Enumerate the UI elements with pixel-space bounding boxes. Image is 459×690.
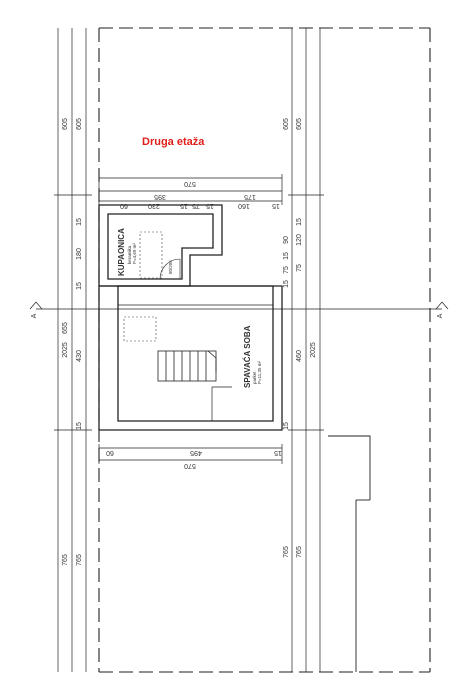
dim-right-inner-90: 90 [283, 236, 290, 244]
dim-left-inner-15c: 15 [76, 422, 83, 430]
dim-top-75: 75 [192, 202, 200, 209]
interior-lines [118, 304, 273, 421]
dim-top-175: 175 [244, 193, 256, 200]
dim-left-inner-15a: 15 [76, 218, 83, 226]
dim-right-inner-75a: 75 [296, 264, 303, 272]
dim-right-inner-75b: 75 [283, 266, 290, 274]
dim-right-inner-765: 765 [283, 546, 290, 558]
dim-top-570: 570 [184, 180, 196, 187]
dim-right-inner-605: 605 [296, 118, 303, 130]
room-area-bathroom: P=4,69 m² [132, 243, 137, 264]
dim-left-inner-180: 180 [76, 248, 83, 260]
plot-boundary [98, 27, 431, 673]
section-line [29, 301, 449, 310]
dim-right-inner-460: 460 [296, 350, 303, 362]
dim-top-395: 395 [154, 193, 166, 200]
dim-bottom-570: 570 [184, 462, 196, 469]
dim-right-inner-15a: 15 [296, 218, 303, 226]
section-marker-left: A [31, 313, 38, 318]
dim-right-outer-605: 605 [283, 118, 290, 130]
dim-left-inner-765: 765 [76, 554, 83, 566]
dim-left-inner-605: 605 [76, 118, 83, 130]
dim-top-15a: 15 [180, 202, 188, 209]
dim-bottom-60: 60 [106, 449, 114, 456]
dim-left-outer-765: 765 [62, 554, 69, 566]
neighbor-outline [328, 435, 371, 672]
stair [157, 350, 217, 382]
dim-top-15b: 15 [206, 202, 214, 209]
door-size-bathroom: 80/205 [168, 260, 173, 274]
dim-top-160: 160 [238, 202, 250, 209]
room-floor-bedroom: parket [252, 371, 257, 384]
dim-left-inner-655: 655 [62, 322, 69, 334]
dim-bottom-495: 495 [190, 449, 202, 456]
room-area-bedroom: P=11,35 m² [257, 360, 262, 384]
dim-right-outer-2025: 2025 [310, 342, 317, 358]
dim-right-outer-765: 765 [296, 546, 303, 558]
dim-top-60: 60 [120, 202, 128, 209]
dim-left-outer-2025: 2025 [62, 342, 69, 358]
room-floor-bathroom: keramika [127, 245, 132, 264]
floor-title: Druga etaža [142, 136, 205, 148]
section-marker-right: A [437, 313, 444, 318]
dim-top-15c: 15 [272, 202, 280, 209]
room-name-bedroom: SPAVAĆA SOBA [243, 325, 252, 388]
fixtures [123, 231, 163, 342]
building-walls [98, 204, 283, 431]
dim-left-outer-605: 605 [62, 118, 69, 130]
dimension-lines [54, 28, 324, 672]
dim-right-inner-15d: 15 [283, 422, 290, 430]
dim-left-inner-15b: 15 [76, 282, 83, 290]
room-name-bathroom: KUPAONICA [117, 228, 126, 276]
dim-bottom-15: 15 [274, 449, 282, 456]
dim-left-inner-430: 430 [76, 350, 83, 362]
dim-right-inner-15c: 15 [283, 280, 290, 288]
dim-right-inner-15b: 15 [283, 252, 290, 260]
dim-right-inner-120: 120 [296, 234, 303, 246]
dim-top-230: 230 [148, 202, 160, 209]
door-swing [159, 258, 181, 280]
